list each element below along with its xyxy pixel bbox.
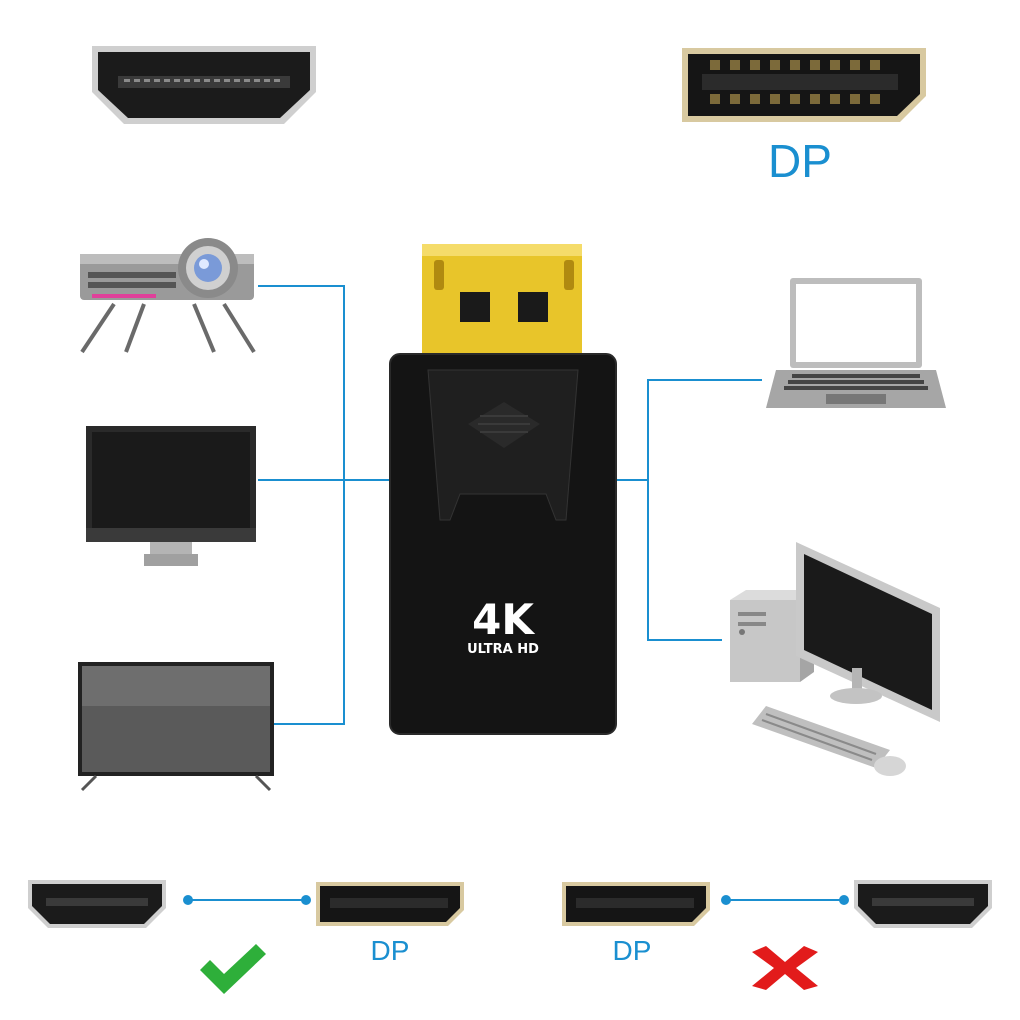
displayport-adapter-image bbox=[389, 244, 617, 735]
tv-icon bbox=[78, 662, 274, 792]
check-icon bbox=[200, 944, 266, 994]
adapter-4k-label: 4K bbox=[472, 595, 534, 644]
dp-target-icon bbox=[316, 882, 464, 926]
desktop-computer-icon bbox=[730, 542, 940, 776]
dp-label: DP bbox=[768, 135, 832, 187]
dp-source-icon bbox=[562, 882, 710, 926]
cross-icon bbox=[752, 946, 818, 990]
hdmi-source-icon bbox=[28, 880, 166, 928]
dp-label-supported: DP bbox=[370, 935, 410, 966]
dp-label-unsupported: DP bbox=[612, 935, 652, 966]
projector-icon bbox=[80, 238, 256, 354]
unsupported-connection-line bbox=[721, 895, 849, 905]
displayport-port-icon bbox=[682, 48, 926, 122]
monitor-icon bbox=[86, 426, 256, 566]
hdmi-target-icon bbox=[854, 880, 992, 928]
adapter-ultrahd-label: ULTRA HD bbox=[467, 642, 539, 657]
hdmi-port-icon bbox=[92, 46, 316, 124]
supported-connection-line bbox=[183, 895, 311, 905]
laptop-icon bbox=[766, 278, 946, 408]
